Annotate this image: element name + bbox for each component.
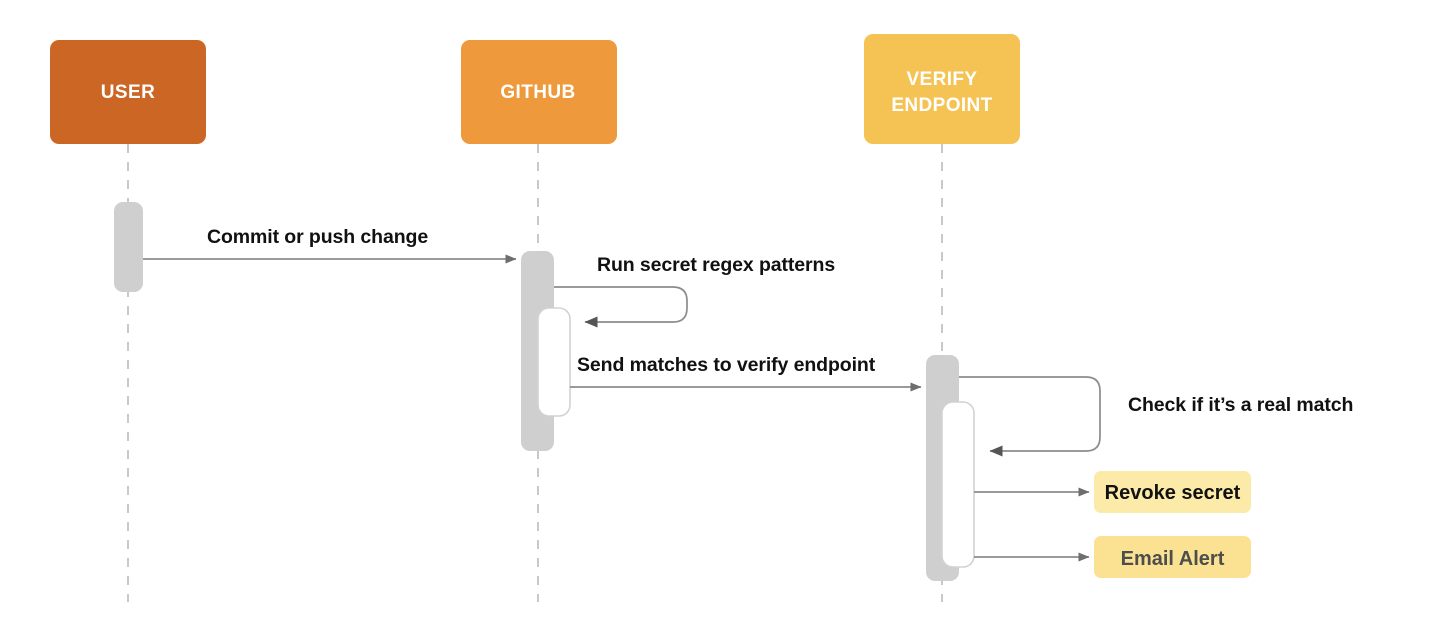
message-run-secret-regex-patterns[interactable]: Run secret regex patterns	[554, 254, 835, 328]
participant-github[interactable]: GITHUB	[461, 40, 617, 144]
note-label-email-alert: Email Alert	[1121, 548, 1225, 570]
activation-bars-group	[114, 202, 975, 581]
activation-bar-user	[114, 202, 143, 292]
message-commit-or-push-change[interactable]: Commit or push change	[143, 226, 517, 264]
message-send-matches-to-verify-endpoint[interactable]: Send matches to verify endpoint	[570, 354, 922, 392]
message-label-commit-or-push-change: Commit or push change	[207, 226, 428, 248]
participant-label-verify-endpoint-line2: ENDPOINT	[891, 95, 992, 116]
self-loop-path-github	[554, 286, 688, 328]
message-label-send-matches-to-verify-endpoint: Send matches to verify endpoint	[577, 354, 876, 376]
activation-bar-verify-inner	[941, 401, 975, 568]
note-box-email-alert	[1094, 536, 1251, 578]
participant-user[interactable]: USER	[50, 40, 206, 144]
self-loop-path-verify	[959, 376, 1101, 457]
message-label-run-secret-regex-patterns: Run secret regex patterns	[597, 254, 835, 276]
participant-label-github: GITHUB	[500, 82, 575, 103]
message-check-if-its-a-real-match[interactable]: Check if it’s a real match	[959, 376, 1353, 457]
participant-box-github	[461, 40, 617, 144]
participant-box-verify-endpoint	[864, 34, 1020, 144]
note-label-revoke-secret: Revoke secret	[1105, 482, 1241, 504]
note-revoke-secret[interactable]: Revoke secret	[1094, 471, 1251, 513]
message-label-check-if-its-a-real-match: Check if it’s a real match	[1128, 394, 1353, 416]
participant-box-user	[50, 40, 206, 144]
participant-verify-endpoint[interactable]: VERIFY ENDPOINT	[864, 34, 1020, 144]
note-email-alert[interactable]: Email Alert	[1094, 536, 1251, 578]
activation-bar-github-inner	[537, 307, 571, 417]
participant-label-verify-endpoint-line1: VERIFY	[906, 69, 977, 90]
participant-label-user: USER	[101, 82, 155, 103]
note-box-revoke-secret	[1094, 471, 1251, 513]
